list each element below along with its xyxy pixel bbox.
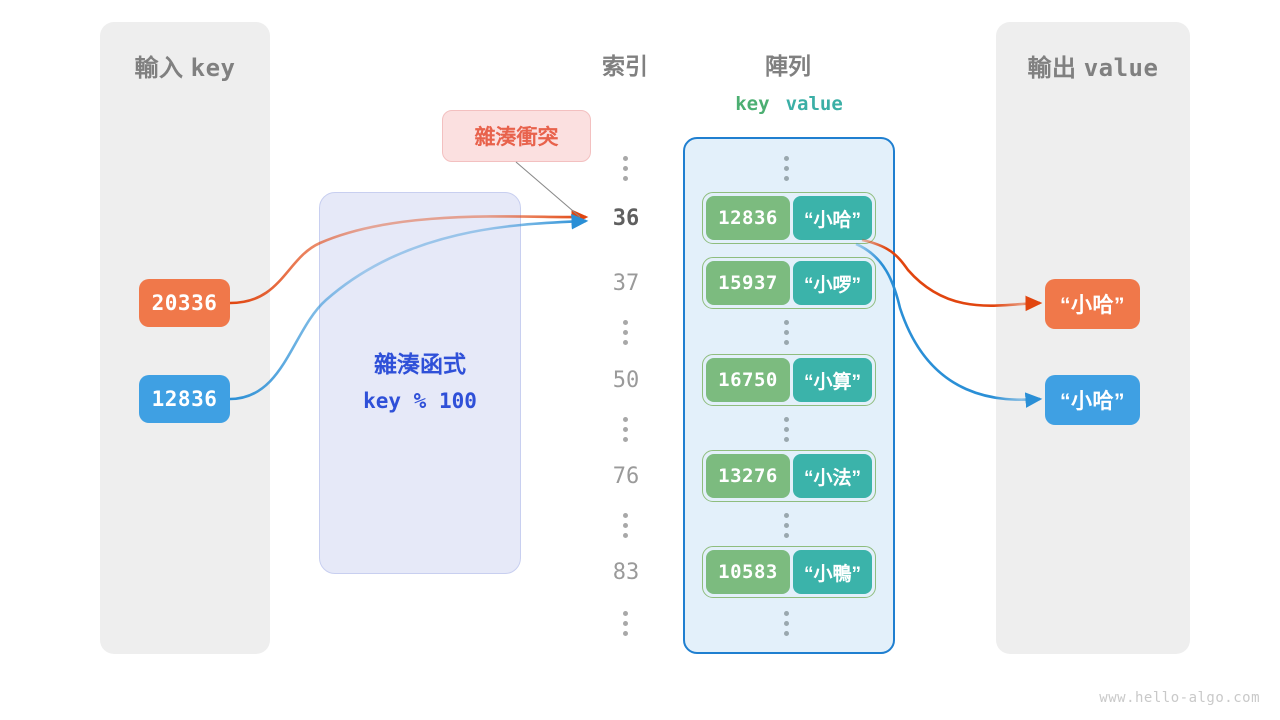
row-value-cell: “小啰”: [793, 261, 872, 305]
hash-function-title: 雜湊函式: [374, 351, 466, 377]
array-column-heading: 陣列: [765, 53, 811, 79]
array-subheading-value: value: [785, 93, 843, 115]
output-value-panel: 輸出 value: [996, 22, 1190, 654]
row-key-cell: 10583: [706, 550, 790, 594]
output-value-pill-1: “小哈”: [1045, 279, 1140, 329]
index-ellipsis-4: [623, 513, 629, 538]
table-row: 13276“小法”: [702, 450, 876, 502]
array-ellipsis-5: [784, 611, 790, 636]
index-label-37: 37: [612, 271, 640, 296]
input-key-panel: 輸入 key: [100, 22, 270, 654]
array-ellipsis-3: [784, 417, 790, 442]
input-panel-title-cjk: 輸入: [134, 55, 184, 82]
output-value-pill-2: “小哈”: [1045, 375, 1140, 425]
index-label-36: 36: [612, 206, 640, 231]
input-panel-title-mono: key: [190, 54, 236, 82]
row-value-cell: “小哈”: [793, 196, 872, 240]
index-label-50: 50: [612, 368, 640, 393]
input-key-pill-1: 20336: [139, 279, 230, 327]
array-ellipsis-4: [784, 513, 790, 538]
watermark: www.hello-algo.com: [1099, 690, 1260, 706]
index-label-83: 83: [612, 560, 640, 585]
index-ellipsis-1: [623, 156, 629, 181]
index-ellipsis-5: [623, 611, 629, 636]
hash-function-box: 雜湊函式 key % 100: [319, 192, 521, 574]
array-subheading-key: key: [735, 93, 770, 115]
output-panel-title-cjk: 輸出: [1027, 55, 1077, 82]
index-column-heading: 索引: [602, 53, 648, 79]
row-key-cell: 16750: [706, 358, 790, 402]
input-panel-title: 輸入 key: [100, 48, 270, 83]
output-panel-title-mono: value: [1083, 54, 1159, 82]
array-subheading: key value: [684, 93, 894, 115]
table-row: 12836“小哈”: [702, 192, 876, 244]
table-row: 10583“小鴨”: [702, 546, 876, 598]
array-ellipsis-1: [784, 156, 790, 181]
collision-leader-line: [515, 161, 581, 218]
array-ellipsis-2: [784, 320, 790, 345]
output-panel-title: 輸出 value: [996, 48, 1190, 83]
hash-function-formula: key % 100: [363, 389, 477, 413]
hash-collision-badge: 雜湊衝突: [442, 110, 591, 162]
index-ellipsis-3: [623, 417, 629, 442]
row-key-cell: 12836: [706, 196, 790, 240]
index-column: 36 37 50 76 83: [585, 140, 667, 645]
index-label-76: 76: [612, 464, 640, 489]
table-row: 15937“小啰”: [702, 257, 876, 309]
hash-collision-label: 雜湊衝突: [474, 126, 559, 149]
row-key-cell: 13276: [706, 454, 790, 498]
index-ellipsis-2: [623, 320, 629, 345]
row-value-cell: “小法”: [793, 454, 872, 498]
table-row: 16750“小算”: [702, 354, 876, 406]
input-key-pill-2: 12836: [139, 375, 230, 423]
row-value-cell: “小算”: [793, 358, 872, 402]
row-key-cell: 15937: [706, 261, 790, 305]
row-value-cell: “小鴨”: [793, 550, 872, 594]
